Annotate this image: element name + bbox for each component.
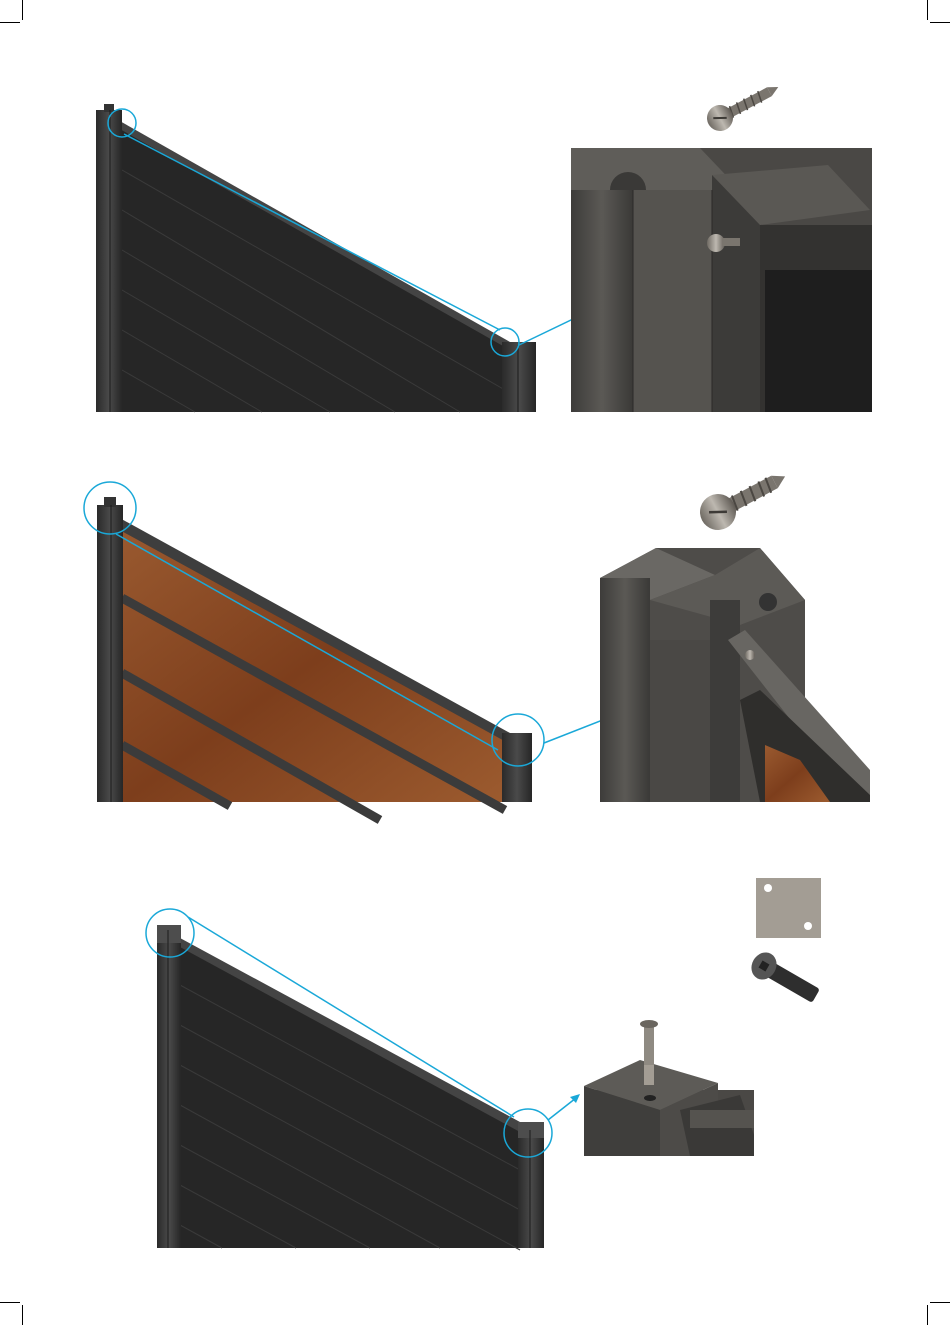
step-2-panel xyxy=(97,497,532,820)
screw-icon xyxy=(702,76,784,136)
step-2-closeup xyxy=(600,548,870,802)
step-1-panel xyxy=(96,104,536,412)
bolt-icon xyxy=(747,948,823,1008)
cap-plate-icon xyxy=(756,878,821,938)
screw-icon xyxy=(694,460,794,536)
step-1-closeup xyxy=(571,148,872,412)
step-3-closeup xyxy=(584,1020,754,1156)
step-3-panel xyxy=(157,925,544,1250)
